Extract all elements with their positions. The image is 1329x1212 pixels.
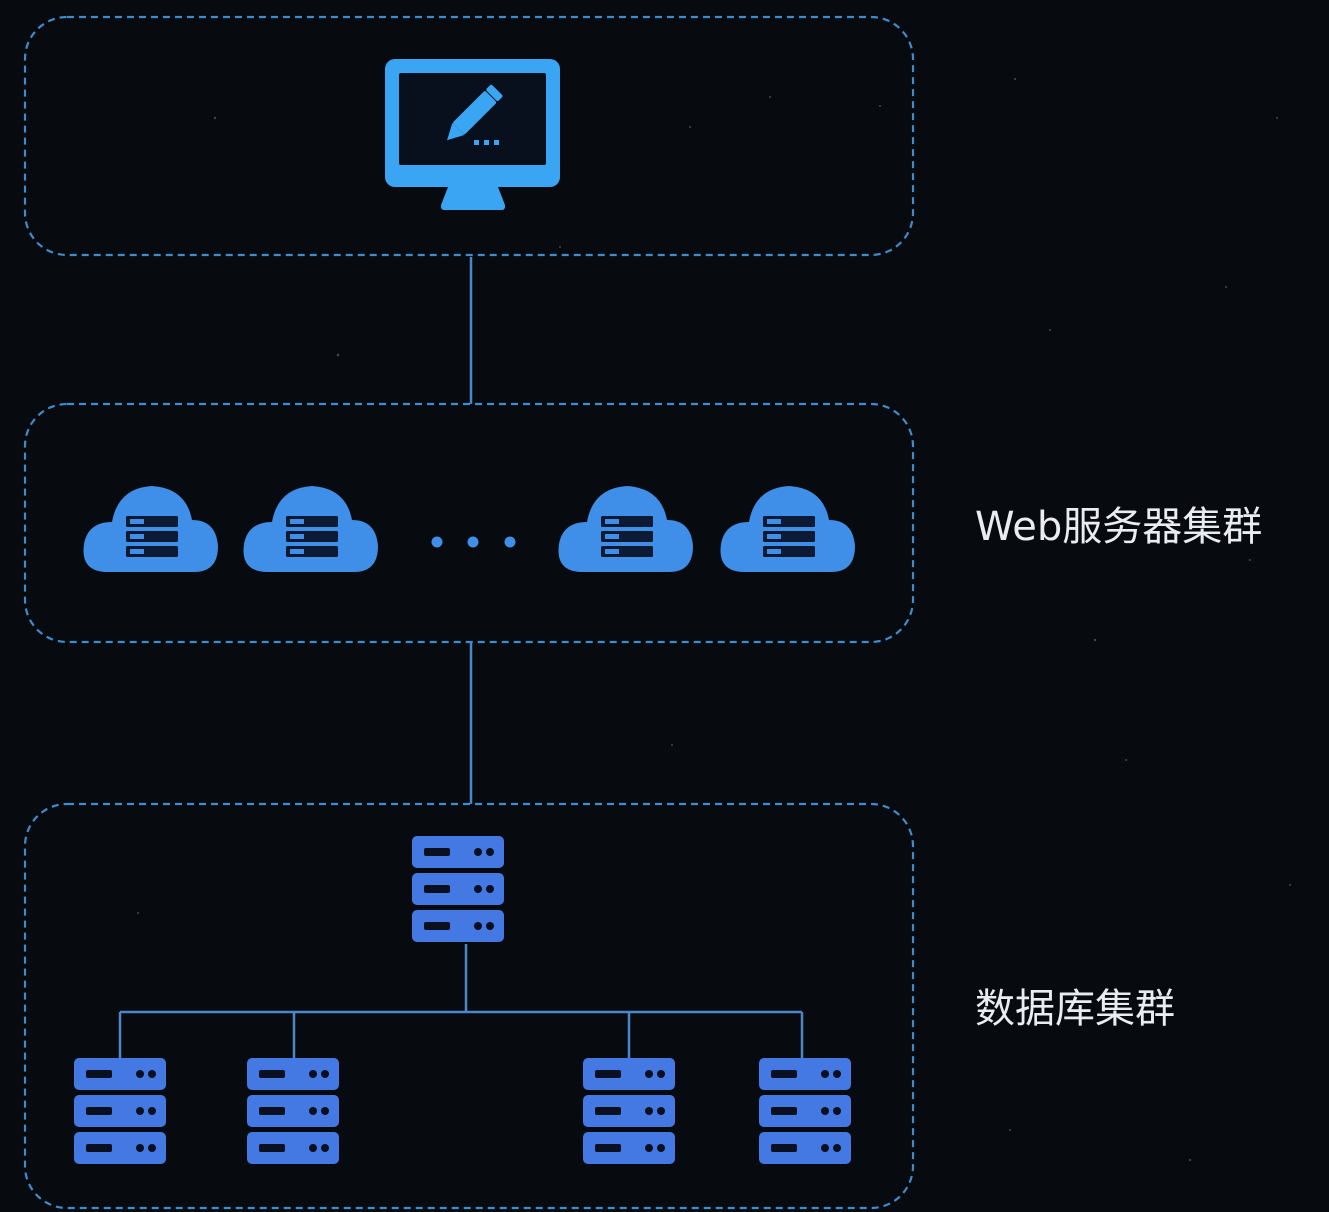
- db-tree-connectors: [118, 944, 804, 1058]
- server-rack-icon: [759, 1058, 851, 1164]
- cloud-server-icon: [83, 486, 218, 572]
- master-server-rack-icon: [412, 836, 504, 942]
- server-rack-icon: [74, 1058, 166, 1164]
- cloud-server-icon: [720, 486, 855, 572]
- db-tier-frame: [23, 802, 915, 1210]
- database-cluster-label: 数据库集群: [975, 986, 1175, 1032]
- web-cluster-label: Web服务器集群: [975, 504, 1263, 550]
- server-rack-icon: [247, 1058, 339, 1164]
- cloud-server-icon: [243, 486, 378, 572]
- ellipsis-dots: [431, 536, 516, 548]
- web-tier-frame: [23, 402, 915, 644]
- cloud-server-icon: [558, 486, 693, 572]
- server-rack-icon: [583, 1058, 675, 1164]
- client-tier-frame: [23, 15, 915, 257]
- starfield-background: [137, 77, 1291, 1162]
- monitor-with-pen-icon: [385, 59, 560, 210]
